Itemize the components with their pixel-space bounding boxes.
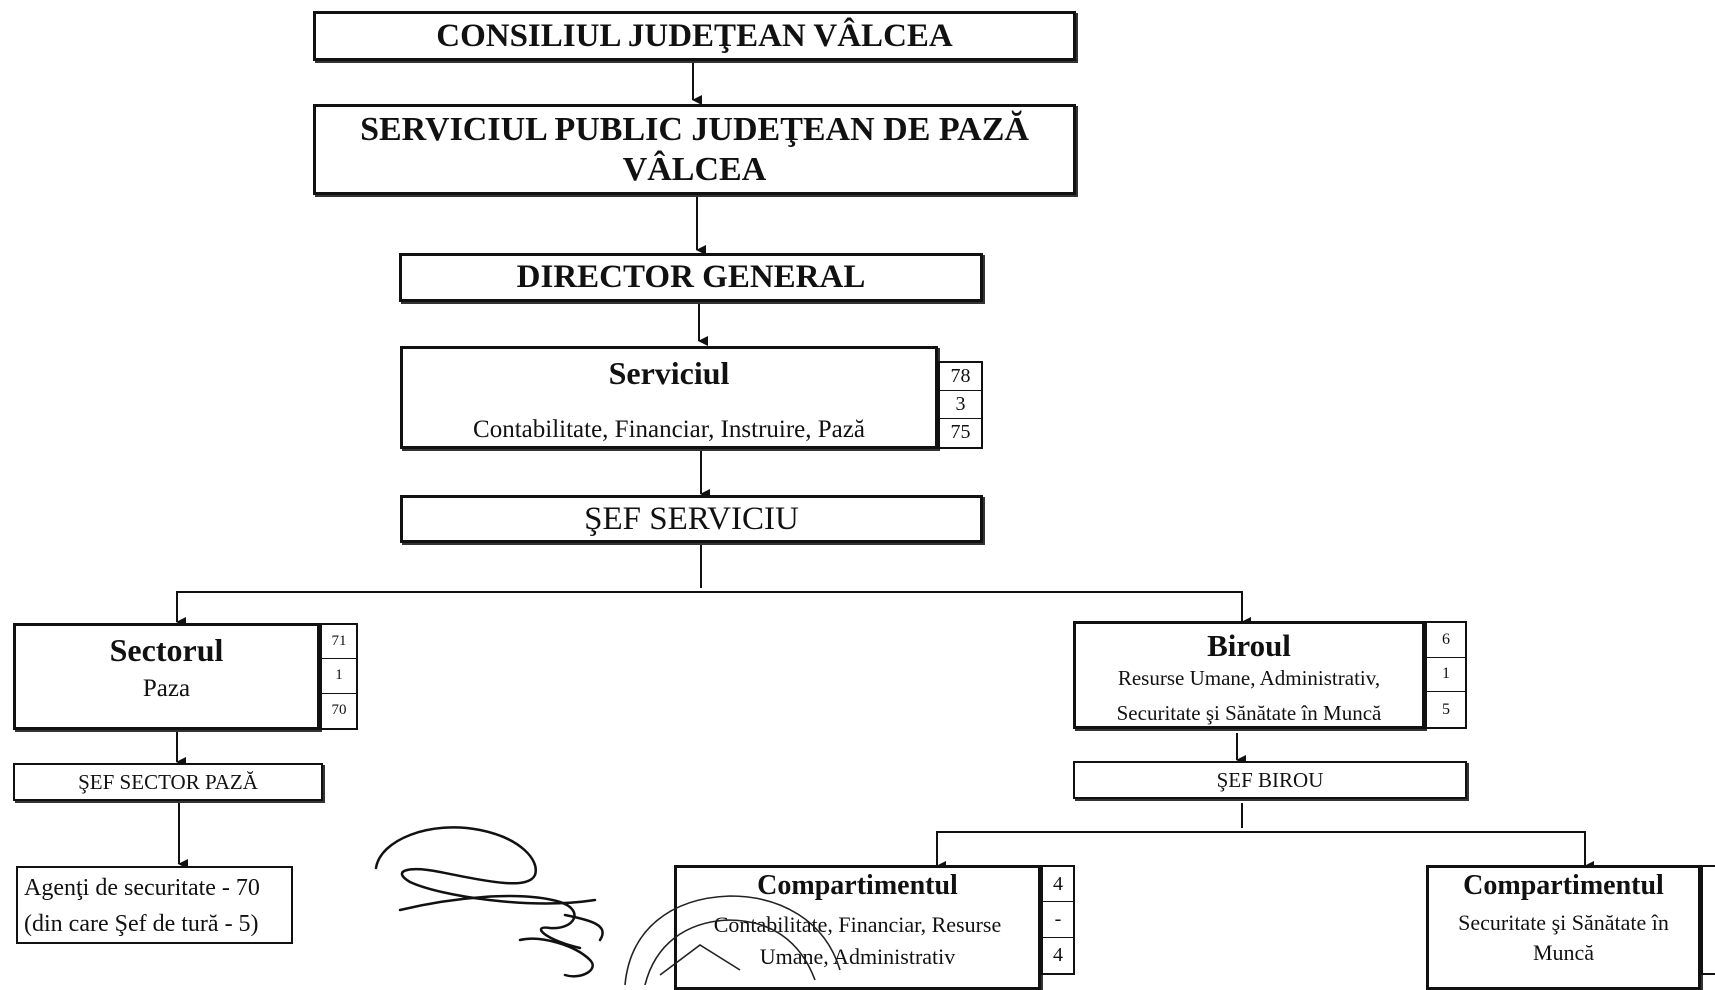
biroul-count-exec: 5: [1442, 700, 1450, 718]
director-title: DIRECTOR GENERAL: [516, 259, 866, 295]
compartiment1-title: Compartimentul: [757, 870, 958, 901]
service-public-box: SERVICIUL PUBLIC JUDEŢEAN DE PAZĂ VÂLCEA: [313, 104, 1076, 195]
biroul-count-lead: 1: [1427, 658, 1465, 693]
agenti-line2: (din care Şef de tură - 5): [24, 911, 259, 937]
compartiment1-count-lead: -: [1043, 902, 1073, 938]
serviciul-counts: 78 3 75: [938, 361, 983, 449]
sectorul-counts: 71 1 70: [320, 623, 358, 730]
service-public-title: SERVICIUL PUBLIC JUDEŢEAN DE PAZĂ VÂLCEA: [360, 110, 1029, 188]
sef-serviciu-box: ŞEF SERVICIU: [400, 495, 983, 543]
biroul-line1: Resurse Umane, Administrativ,: [1117, 666, 1381, 690]
compartiment1-count-total: 4: [1043, 867, 1073, 903]
compartiment1-count-exec: 4: [1053, 943, 1063, 966]
sectorul-title: Sectorul: [109, 632, 224, 668]
sectorul-count-lead: 1: [322, 659, 356, 694]
biroul-count-total: 6: [1427, 623, 1465, 658]
serviciul-count-lead: 3: [940, 391, 981, 419]
sef-sector-title: ŞEF SECTOR PAZĂ: [78, 769, 258, 794]
sectorul-count-total: 71: [322, 625, 356, 660]
compartiment2-title: Compartimentul: [1463, 870, 1664, 901]
biroul-title: Biroul: [1207, 628, 1291, 663]
director-box: DIRECTOR GENERAL: [399, 253, 983, 302]
sef-sector-box: ŞEF SECTOR PAZĂ: [13, 763, 323, 801]
serviciul-count-total: 78: [940, 363, 981, 391]
compartiment2-line1: Securitate şi Sănătate în: [1458, 910, 1669, 935]
sectorul-count-exec: 70: [331, 702, 347, 719]
serviciul-subtitle: Contabilitate, Financiar, Instruire, Paz…: [473, 416, 865, 443]
serviciul-title: Serviciul: [608, 355, 730, 391]
sectorul-subtitle: Paza: [142, 675, 191, 702]
compartiment2-counts: [1701, 865, 1715, 975]
serviciul-count-exec: 75: [950, 421, 971, 444]
biroul-box: Biroul Resurse Umane, Administrativ, Sec…: [1073, 621, 1425, 729]
sef-birou-box: ŞEF BIROU: [1073, 761, 1467, 799]
sectorul-box: Sectorul Paza: [13, 623, 320, 730]
compartiment1-counts: 4 - 4: [1041, 865, 1075, 975]
council-title: CONSILIUL JUDEŢEAN VÂLCEA: [436, 17, 953, 54]
biroul-counts: 6 1 5: [1425, 621, 1467, 729]
compartiment2-box: Compartimentul Securitate şi Sănătate în…: [1426, 865, 1701, 990]
council-box: CONSILIUL JUDEŢEAN VÂLCEA: [313, 11, 1076, 61]
sef-serviciu-title: ŞEF SERVICIU: [584, 500, 799, 537]
serviciul-box: Serviciul Contabilitate, Financiar, Inst…: [400, 346, 938, 449]
agenti-box: Agenţi de securitate - 70 (din care Şef …: [16, 866, 293, 944]
sef-birou-title: ŞEF BIROU: [1216, 767, 1324, 792]
biroul-line2: Securitate şi Sănătate în Muncă: [1116, 701, 1382, 725]
compartiment2-line2: Muncă: [1532, 940, 1595, 965]
signature-stamp-mark: [374, 826, 841, 985]
agenti-line1: Agenţi de securitate - 70: [24, 875, 260, 901]
compartiment1-line2: Umane, Administrativ: [759, 944, 956, 969]
